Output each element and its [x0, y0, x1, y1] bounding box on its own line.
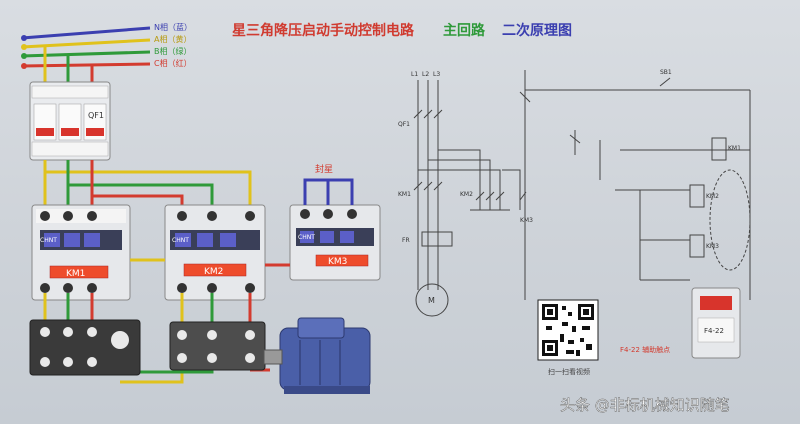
motor-illustration	[263, 317, 371, 394]
qr-caption: 扫一扫看视频	[548, 367, 590, 376]
title-main-circuit: 主回路	[443, 22, 486, 39]
breaker-qf1	[29, 81, 111, 161]
aux-block-label: F4-22	[704, 327, 724, 335]
breaker-feed-wires	[43, 47, 94, 84]
thermal-overload-relay	[29, 319, 141, 376]
main-wires	[43, 160, 252, 205]
aux-contact-note: F4-22 辅助触点	[620, 345, 670, 354]
km2-label: KM2	[204, 267, 223, 277]
km1-brand: CHNT	[40, 237, 57, 244]
km3-label: KM3	[328, 257, 347, 267]
km2-brand: CHNT	[172, 237, 189, 244]
phase-b-label: B相（绿）	[154, 46, 192, 56]
phase-c-label: C相（红）	[154, 58, 192, 68]
schematic-km3-label: KM3	[520, 217, 533, 224]
title-secondary-schematic: 二次原理图	[502, 22, 572, 39]
schematic-km2-label: KM2	[460, 191, 473, 198]
phase-bus	[21, 26, 151, 69]
breaker-label: QF1	[88, 111, 104, 120]
terminal-l1: L1	[411, 71, 418, 78]
watermark: 头条 @非标机械知识随笔	[560, 396, 730, 414]
phase-a-label: A相（黄）	[154, 34, 191, 44]
star-point-jumper	[303, 178, 354, 205]
coil-km3-label: KM3	[706, 243, 719, 250]
schematic-qf-label: QF1	[398, 121, 410, 128]
qr-code	[537, 299, 599, 361]
control-circuit-schematic	[519, 70, 751, 300]
schematic-motor-label: M	[428, 296, 435, 305]
contactor-km2	[164, 204, 266, 301]
motor-terminal-block	[169, 321, 266, 371]
contactor-km1	[31, 204, 131, 301]
km3-brand: CHNT	[298, 234, 315, 241]
stop-button-label: SB1	[660, 69, 672, 76]
phase-n-label: N相（蓝）	[154, 22, 192, 32]
coil-km2-label: KM2	[706, 193, 719, 200]
terminal-l2: L2	[422, 71, 429, 78]
diagram-title: 星三角降压启动手动控制电路	[232, 22, 415, 39]
km1-label: KM1	[66, 269, 85, 279]
contactor-km3	[289, 204, 381, 281]
schematic-km1-label: KM1	[398, 191, 411, 198]
coil-km1-label: KM1	[728, 145, 741, 152]
schematic-fr-label: FR	[402, 237, 410, 244]
aux-contact-block	[691, 287, 741, 359]
main-circuit-schematic	[413, 80, 527, 317]
star-point-label: 封星	[315, 163, 333, 175]
load-wires	[43, 258, 290, 384]
terminal-l3: L3	[433, 71, 440, 78]
